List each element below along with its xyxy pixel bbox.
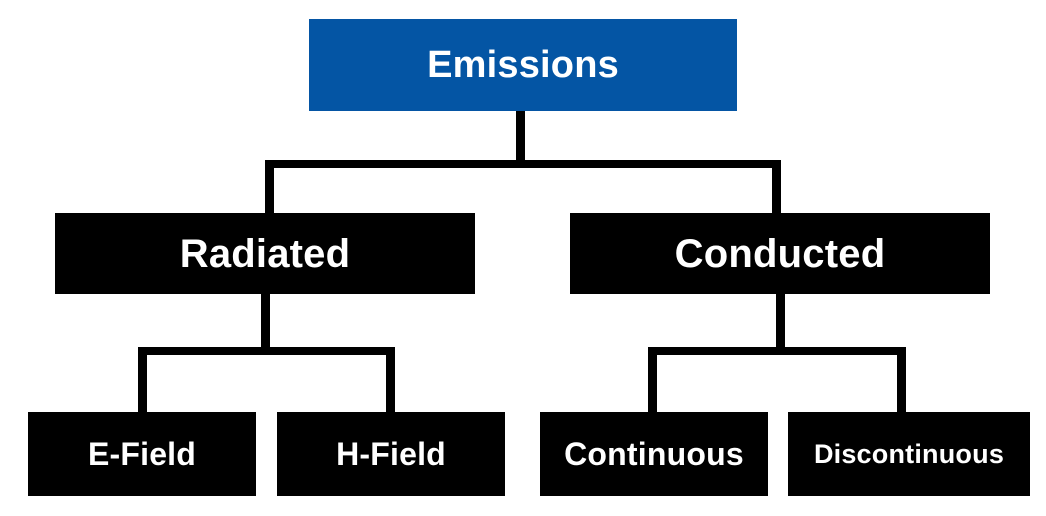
node-radiated[interactable]: Radiated (55, 213, 475, 294)
edge-radiated-to-e-field (138, 347, 147, 413)
edge-emissions-to-conducted (772, 160, 781, 214)
edge-conducted-bus (648, 347, 905, 355)
node-continuous[interactable]: Continuous (540, 412, 768, 496)
edge-emissions-trunk (516, 111, 525, 166)
edge-conducted-trunk (776, 294, 785, 350)
node-discontinuous[interactable]: Discontinuous (788, 412, 1030, 496)
edge-radiated-bus (138, 347, 394, 355)
edge-conducted-to-continuous (648, 347, 657, 413)
edge-emissions-bus (265, 160, 781, 168)
edge-radiated-to-h-field (386, 347, 395, 413)
node-emissions[interactable]: Emissions (309, 19, 737, 111)
edge-conducted-to-discontinuous (897, 347, 906, 413)
edge-emissions-to-radiated (265, 160, 274, 214)
node-h-field[interactable]: H-Field (277, 412, 505, 496)
node-conducted[interactable]: Conducted (570, 213, 990, 294)
edge-radiated-trunk (261, 294, 270, 350)
node-e-field[interactable]: E-Field (28, 412, 256, 496)
